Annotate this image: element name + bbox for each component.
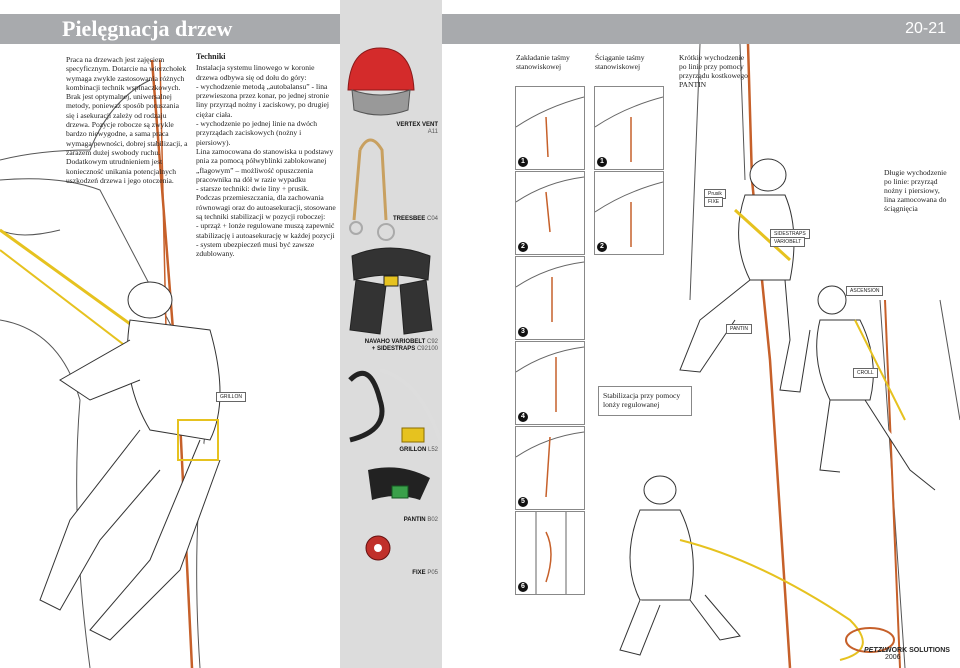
right-orange-rope xyxy=(746,43,792,668)
step-badge: 1 xyxy=(518,157,528,167)
techniques-title: Techniki xyxy=(196,52,226,61)
product-name: VERTEX VENT xyxy=(396,122,438,128)
product-name: PANTIN xyxy=(403,517,426,523)
step-badge: 2 xyxy=(518,242,528,252)
step-badge: 2 xyxy=(597,242,607,252)
stabilization-climber-illustration xyxy=(619,475,741,656)
page-title: Pielęgnacja drzew xyxy=(62,16,233,41)
intro-paragraph: Praca na drzewach jest zajęciem specyfic… xyxy=(66,55,188,185)
remove-panel-1: 1 xyxy=(594,86,664,170)
techniques-section: Techniki Instalacja systemu linowego w k… xyxy=(196,52,336,259)
install-panel-6: 6 xyxy=(515,511,585,595)
techniques-body: Instalacja systemu linowego w koronie dr… xyxy=(196,63,336,259)
install-panel-2: 2 xyxy=(515,171,585,255)
product-label-pantin: PANTIN B02 xyxy=(388,517,438,524)
page-numbers: 20-21 xyxy=(905,20,946,37)
product-code: B02 xyxy=(427,517,438,523)
product-extra: + SIDESTRAPS xyxy=(371,346,416,352)
product-code: L52 xyxy=(427,447,438,453)
callout-variobelt: VARIOBELT xyxy=(770,237,806,247)
product-extra-code: C92100 xyxy=(416,346,438,352)
footer-brand-logo: PETZL xyxy=(864,647,887,654)
left-climber-illustration xyxy=(39,281,221,641)
product-name: NAVAHO VARIOBELT xyxy=(364,339,426,345)
footer-year: 2006 xyxy=(885,654,901,661)
footer-title: WORK SOLUTIONS xyxy=(885,647,950,654)
harness-product-image xyxy=(349,247,433,335)
product-name: TREESBEE xyxy=(392,216,426,222)
product-label-grillon: GRILLON L52 xyxy=(388,447,438,454)
callout-pantin: PANTIN xyxy=(726,324,752,334)
treesbee-product-image xyxy=(352,138,388,221)
product-code: A11 xyxy=(427,129,438,135)
step-badge: 4 xyxy=(518,412,528,422)
step-badge: 5 xyxy=(518,497,528,507)
callout-ascension: ASCENSION xyxy=(846,286,884,296)
product-label-treesbee: TREESBEE C04 xyxy=(388,216,438,223)
footer-publication: WORK SOLUTIONS 2006 xyxy=(885,647,960,661)
step-badge: 1 xyxy=(597,157,607,167)
callout-croll: CROLL xyxy=(853,368,878,378)
right-orange-rope-2 xyxy=(884,299,901,668)
product-label-navaho-variobelt: NAVAHO VARIOBELT C92 + SIDESTRAPS C92100 xyxy=(356,339,438,353)
lanyard-product-image xyxy=(348,368,442,443)
product-code: C04 xyxy=(426,216,438,222)
product-name: FIXE xyxy=(412,570,426,576)
install-panel-1: 1 xyxy=(515,86,585,170)
install-panel-3: 3 xyxy=(515,256,585,340)
callout-fixe: FIXE xyxy=(704,197,724,207)
step-badge: 6 xyxy=(518,582,528,592)
caption-install-strap: Zakładanie taśmy stanowiskowej xyxy=(516,53,570,71)
product-code: P05 xyxy=(427,570,438,576)
product-label-vertex-vent: VERTEX VENT A11 xyxy=(388,122,438,136)
helmet-product-image xyxy=(347,47,415,116)
caption-remove-strap: Ściąganie taśmy stanowiskowej xyxy=(595,53,645,71)
step-badge: 3 xyxy=(518,327,528,337)
caption-short-ascent: Krótkie wychodzenie po linie przy pomocy… xyxy=(679,53,748,89)
product-code: C92 xyxy=(426,339,438,345)
fixe-pulley-product-image xyxy=(365,535,391,561)
stabilization-note: Stabilizacja przy pomocy lonży regulowan… xyxy=(598,386,692,416)
long-ascent-note: Długie wychodzenie po linie: przyrząd no… xyxy=(884,168,947,213)
remove-panel-2: 2 xyxy=(594,171,664,255)
install-panel-5: 5 xyxy=(515,426,585,510)
pantin-product-image xyxy=(368,467,430,500)
install-panel-4: 4 xyxy=(515,341,585,425)
callout-grillon: GRILLON xyxy=(216,392,246,402)
page-header-bar xyxy=(0,14,960,44)
product-label-fixe: FIXE P05 xyxy=(388,570,438,577)
product-name: GRILLON xyxy=(399,447,427,453)
